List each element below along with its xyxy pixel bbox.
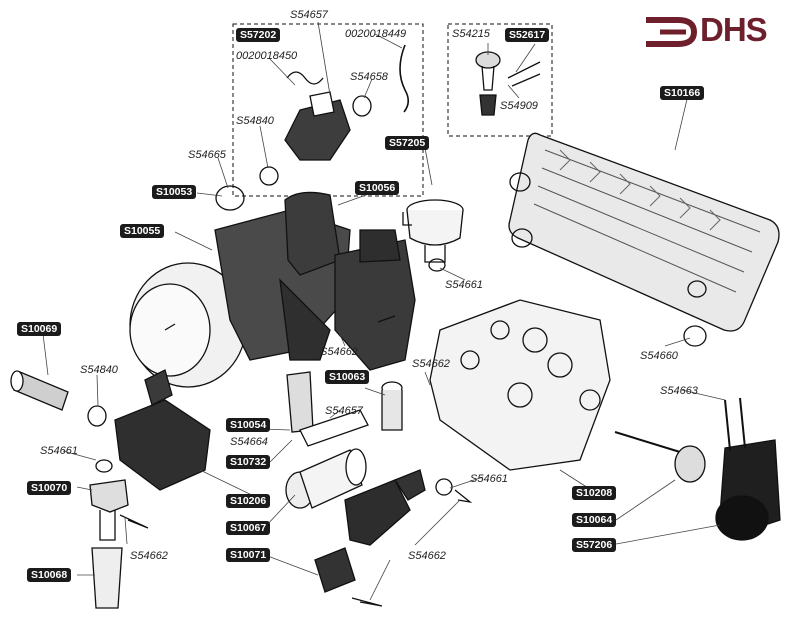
part-tag: S10070 [27, 481, 72, 495]
part-label: S54663 [660, 385, 698, 397]
o-ring-icon [683, 325, 707, 347]
bracket-icon [299, 409, 369, 447]
hydraulic-block-icon [429, 299, 611, 471]
part-tag: S57202 [236, 28, 281, 42]
part-tag: S52617 [505, 28, 550, 42]
relief-valve-icon [314, 469, 426, 593]
clip-icon [377, 315, 396, 323]
o-ring-icon [352, 95, 372, 117]
dhs-logo-icon [646, 17, 698, 47]
filter-housing-icon [285, 448, 367, 509]
part-label: 0020018450 [236, 50, 298, 62]
o-ring-icon [95, 459, 113, 473]
part-tag: S10732 [226, 455, 271, 469]
part-label: S54660 [640, 350, 678, 362]
air-vent-kit-group-box [447, 23, 553, 137]
auto-air-vent-icon [475, 51, 541, 116]
part-label: S54840 [236, 115, 274, 127]
o-ring-icon [215, 185, 245, 211]
mesh-filter-icon [286, 371, 314, 433]
part-label: S54909 [500, 100, 538, 112]
part-tag: S10054 [226, 418, 271, 432]
part-tag: S10208 [572, 486, 617, 500]
clip-icon [454, 489, 473, 504]
part-label: S54665 [188, 149, 226, 161]
part-label: S54661 [40, 445, 78, 457]
clip-icon [351, 597, 383, 607]
diverter-valve-icon [284, 91, 351, 161]
part-tag: S57205 [385, 136, 430, 150]
clip-icon [119, 514, 149, 529]
actuator-motor-icon [715, 397, 781, 541]
clip-icon [286, 71, 324, 85]
part-label: S54661 [470, 473, 508, 485]
part-label: S54658 [350, 71, 388, 83]
part-label: S54662 [130, 550, 168, 562]
cartridge-icon [614, 431, 706, 483]
part-label: S54662 [412, 358, 450, 370]
part-tag: S10064 [572, 513, 617, 527]
part-label: S54662 [320, 346, 358, 358]
part-label: S54840 [80, 364, 118, 376]
part-tag: S10166 [660, 86, 705, 100]
filter-cartridge-icon [10, 370, 69, 411]
pump-motor-icon [129, 191, 351, 388]
part-label: S54664 [230, 436, 268, 448]
o-ring-icon [259, 166, 279, 186]
part-tag: S10068 [27, 568, 72, 582]
leader-lines [42, 21, 726, 601]
part-tag: S10067 [226, 521, 271, 535]
part-tag: S10206 [226, 494, 271, 508]
part-label: 0020018449 [345, 28, 407, 40]
plate-heat-exchanger-icon [508, 132, 780, 332]
wire-harness-icon [399, 44, 410, 113]
part-tag: S57206 [572, 538, 617, 552]
o-ring-icon [428, 258, 446, 272]
part-tag: S10056 [355, 181, 400, 195]
part-tag: S10055 [120, 224, 165, 238]
valve-body-icon [334, 229, 416, 371]
part-tag: S10069 [17, 322, 62, 336]
o-ring-icon [87, 405, 107, 427]
brand-logo-text: DHS [700, 11, 768, 48]
part-label: S54657 [290, 9, 328, 21]
part-label: S54661 [445, 279, 483, 291]
o-ring-icon [435, 478, 453, 496]
part-label: S54657 [325, 405, 363, 417]
drain-fitting-icon [89, 479, 129, 541]
part-tag: S10053 [152, 185, 197, 199]
part-tag: S10071 [226, 548, 271, 562]
bypass-valve-icon [381, 381, 403, 431]
part-label: S54662 [408, 550, 446, 562]
manifold-fitting-icon [114, 369, 211, 491]
part-tag: S10063 [325, 370, 370, 384]
part-label: S54215 [452, 28, 490, 40]
air-separator-icon [402, 199, 464, 263]
sleeve-icon [91, 547, 123, 609]
